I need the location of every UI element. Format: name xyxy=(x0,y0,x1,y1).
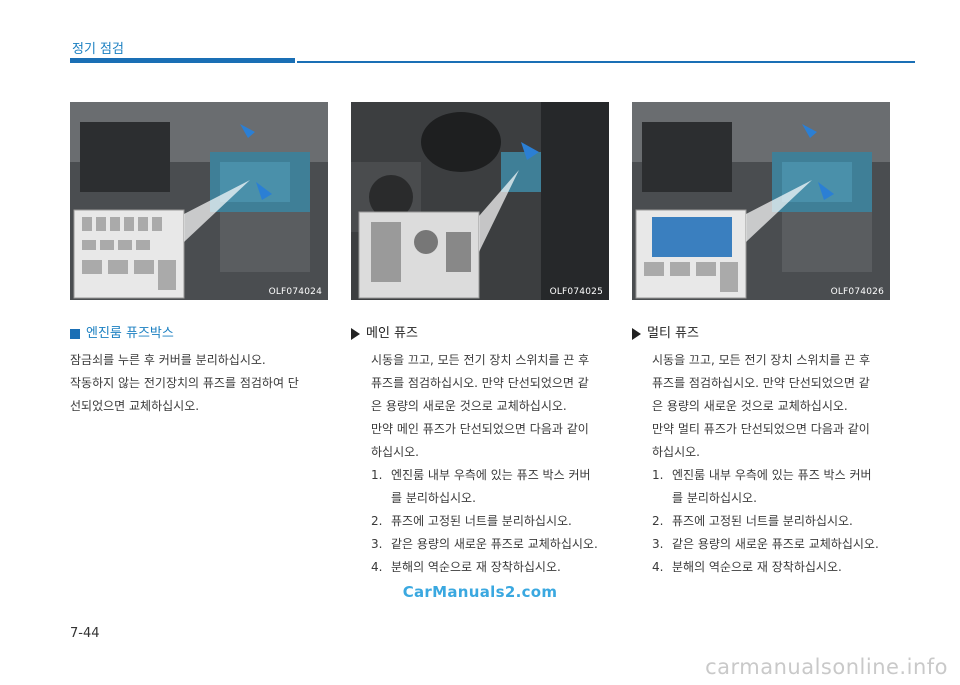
body-line: 시동을 끄고, 모든 전기 장치 스위치를 끈 후 xyxy=(371,353,590,367)
body-line: 은 용량의 새로운 것으로 교체하십시오. xyxy=(652,399,848,413)
watermark-text: carmanualsonline.info xyxy=(705,655,948,679)
page-number: 7-44 xyxy=(70,626,100,641)
body-line: 퓨즈를 점검하십시오. 만약 단선되었으면 같 xyxy=(652,376,870,390)
photo-code: OLF074024 xyxy=(268,287,322,297)
body-line: 시동을 끄고, 모든 전기 장치 스위치를 끈 후 xyxy=(652,353,871,367)
body-line: 만약 멀티 퓨즈가 단선되었으면 다음과 같이 xyxy=(652,422,870,436)
step-item: 2. 퓨즈에 고정된 너트를 분리하십시오. xyxy=(371,514,572,528)
engine-fuse-box-photo: OLF074024 xyxy=(70,102,328,300)
main-fuse-photo: OLF074025 xyxy=(351,102,609,300)
header-bar-thin xyxy=(297,61,915,63)
body-line: 잠금쇠를 누른 후 커버를 분리하십시오. xyxy=(70,353,266,367)
main-fuse-section: 메인 퓨즈 시동을 끄고, 모든 전기 장치 스위치를 끈 후 퓨즈를 점검하십… xyxy=(351,322,616,579)
multi-fuse-section: 멀티 퓨즈 시동을 끄고, 모든 전기 장치 스위치를 끈 후 퓨즈를 점검하십… xyxy=(632,322,897,579)
body-line: 선되었으면 교체하십시오. xyxy=(70,399,200,413)
body-line: 만약 메인 퓨즈가 단선되었으면 다음과 같이 xyxy=(371,422,589,436)
subsection-heading: 메인 퓨즈 xyxy=(351,322,616,345)
square-bullet-icon xyxy=(70,328,80,339)
header-bar-thick xyxy=(70,58,295,63)
triangle-bullet-icon xyxy=(632,327,641,340)
multi-fuse-photo: OLF074026 xyxy=(632,102,890,300)
step-item: 3. 같은 용량의 새로운 퓨즈로 교체하십시오. xyxy=(371,537,598,551)
step-item: 3. 같은 용량의 새로운 퓨즈로 교체하십시오. xyxy=(652,537,879,551)
engine-fuse-box-section: 엔진룸 퓨즈박스 잠금쇠를 누른 후 커버를 분리하십시오. 작동하지 않는 전… xyxy=(70,322,340,418)
triangle-bullet-icon xyxy=(351,327,360,340)
body-line: 작동하지 않는 전기장치의 퓨즈를 점검하여 단 xyxy=(70,376,299,390)
subsection-heading: 멀티 퓨즈 xyxy=(632,322,897,345)
watermark-link[interactable]: CarManuals2.com xyxy=(402,583,558,601)
photo-code: OLF074025 xyxy=(549,287,603,297)
step-item: 2. 퓨즈에 고정된 너트를 분리하십시오. xyxy=(652,514,853,528)
step-item: 4. 분해의 역순으로 재 장착하십시오. xyxy=(652,560,842,574)
body-line: 하십시오. xyxy=(371,445,419,459)
step-item: 4. 분해의 역순으로 재 장착하십시오. xyxy=(371,560,561,574)
body-line: 은 용량의 새로운 것으로 교체하십시오. xyxy=(371,399,567,413)
section-heading: 엔진룸 퓨즈박스 xyxy=(70,322,340,345)
body-line: 하십시오. xyxy=(652,445,700,459)
section-title: 정기 점검 xyxy=(72,42,124,57)
body-line: 퓨즈를 점검하십시오. 만약 단선되었으면 같 xyxy=(371,376,589,390)
photo-code: OLF074026 xyxy=(830,287,884,297)
